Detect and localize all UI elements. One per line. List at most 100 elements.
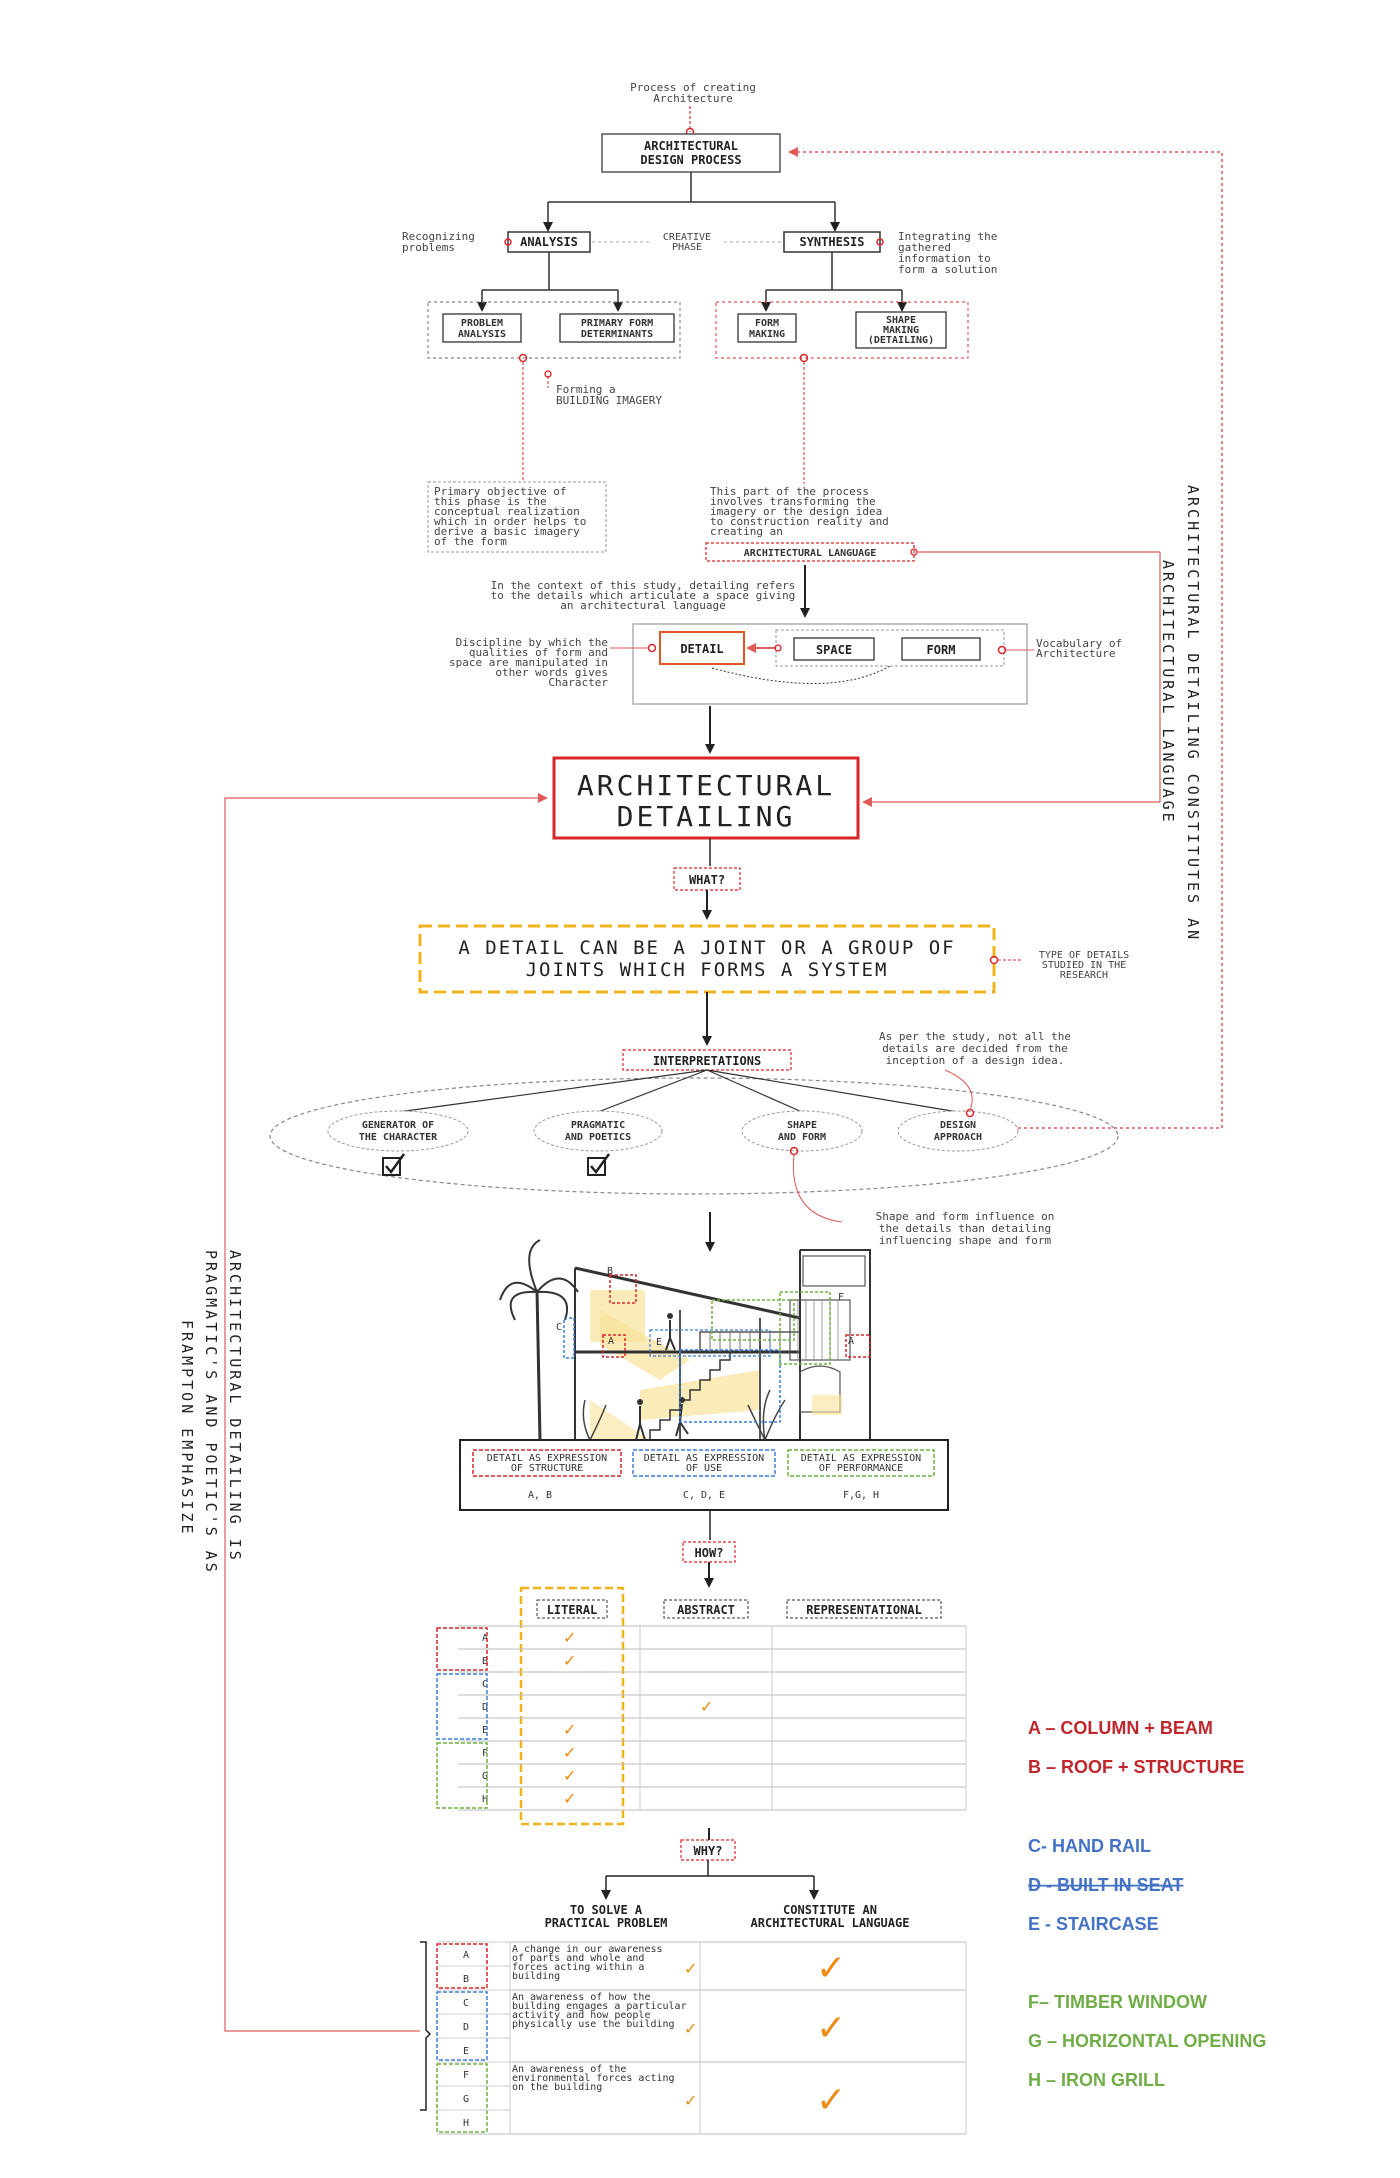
svg-text:WHAT?: WHAT? xyxy=(689,873,725,887)
svg-text:inception of a design idea.: inception of a design idea. xyxy=(886,1054,1065,1067)
svg-text:FRAMPTON EMPHASIZE: FRAMPTON EMPHASIZE xyxy=(178,1320,196,1537)
svg-text:DETAIL AS EXPRESSION: DETAIL AS EXPRESSION xyxy=(801,1453,921,1464)
svg-text:Forming a: Forming a xyxy=(556,383,616,396)
literal-check-icon: ✓ xyxy=(563,1720,576,1739)
svg-text:MAKING: MAKING xyxy=(749,329,785,340)
svg-text:WHY?: WHY? xyxy=(694,1844,723,1858)
svg-text:OF PERFORMANCE: OF PERFORMANCE xyxy=(819,1463,903,1474)
svg-text:creating an: creating an xyxy=(710,525,783,538)
architectural-detailing-box: ARCHITECTURAL DETAILING xyxy=(552,756,860,840)
why-label: WHY? xyxy=(680,1839,736,1861)
svg-text:of the form: of the form xyxy=(434,535,507,548)
form-box: FORM xyxy=(901,637,981,661)
svg-text:PRACTICAL PROBLEM: PRACTICAL PROBLEM xyxy=(545,1916,668,1930)
svg-text:this phase is the: this phase is the xyxy=(434,495,547,508)
how-row-label: C xyxy=(482,1679,488,1690)
svg-text:derive a basic imagery: derive a basic imagery xyxy=(434,525,580,538)
svg-text:an architectural language: an architectural language xyxy=(560,599,726,612)
svg-text:Shape and form influence on: Shape and form influence on xyxy=(876,1210,1055,1223)
svg-text:other words gives: other words gives xyxy=(495,666,608,679)
why-row-label: A xyxy=(463,1950,469,1961)
svg-text:APPROACH: APPROACH xyxy=(934,1132,982,1143)
svg-text:B: B xyxy=(607,1266,613,1277)
interp-shape: SHAPE AND FORM xyxy=(741,1110,863,1152)
architectural-language-box: ARCHITECTURAL LANGUAGE xyxy=(705,542,915,562)
why-row-text: activity and how people xyxy=(512,2010,650,2021)
svg-text:LITERAL: LITERAL xyxy=(547,1603,598,1617)
as-per-note: As per the study, not all the details ar… xyxy=(879,1030,1071,1067)
why-row-text: physically use the building xyxy=(512,2019,675,2030)
legend: A – COLUMN + BEAM B – ROOF + STRUCTURE C- … xyxy=(1028,1718,1266,2090)
why-row-label: D xyxy=(463,2022,469,2033)
type-details-note: TYPE OF DETAILS STUDIED IN THE RESEARCH xyxy=(1039,950,1129,981)
svg-text:HOW?: HOW? xyxy=(695,1546,724,1560)
legend-item: E - STAIRCASE xyxy=(1028,1914,1159,1934)
primary-objective-note: Primary objective of this phase is the c… xyxy=(427,481,607,553)
literal-check-icon: ✓ xyxy=(563,1766,576,1785)
svg-text:STUDIED IN THE: STUDIED IN THE xyxy=(1042,960,1126,971)
svg-text:Architecture: Architecture xyxy=(1036,647,1115,660)
svg-text:gathered: gathered xyxy=(898,241,951,254)
how-row-label: B xyxy=(482,1656,488,1667)
why-row-label: C xyxy=(463,1998,469,2009)
why-row-label: E xyxy=(463,2046,469,2057)
svg-text:Integrating the: Integrating the xyxy=(898,230,997,243)
legend-item: F– TIMBER WINDOW xyxy=(1028,1992,1207,2012)
svg-text:TO SOLVE A: TO SOLVE A xyxy=(570,1903,643,1917)
svg-text:Primary objective of: Primary objective of xyxy=(434,485,566,498)
why-row-text: forces acting within a xyxy=(512,1962,644,1973)
legend-item: G – HORIZONTAL OPENING xyxy=(1028,2031,1266,2051)
svg-text:conceptual realization: conceptual realization xyxy=(434,505,580,518)
svg-text:INTERPRETATIONS: INTERPRETATIONS xyxy=(653,1054,761,1068)
shape-making-box: SHAPE MAKING (DETAILING) xyxy=(855,311,947,349)
svg-text:to construction reality and: to construction reality and xyxy=(710,515,889,528)
svg-text:ANALYSIS: ANALYSIS xyxy=(520,235,578,249)
abstract-check-icon: ✓ xyxy=(700,1697,713,1716)
svg-text:BUILDING IMAGERY: BUILDING IMAGERY xyxy=(556,394,662,407)
forming-imagery-note: Forming a BUILDING IMAGERY xyxy=(556,383,662,407)
svg-text:ARCHITECTURAL LANGUAGE: ARCHITECTURAL LANGUAGE xyxy=(751,1916,910,1930)
svg-text:ABSTRACT: ABSTRACT xyxy=(677,1603,735,1617)
svg-text:A: A xyxy=(848,1336,854,1347)
how-row-label: D xyxy=(482,1702,488,1713)
svg-text:Vocabulary of: Vocabulary of xyxy=(1036,637,1122,650)
svg-text:DETAIL: DETAIL xyxy=(680,642,723,656)
analysis-box: ANALYSIS xyxy=(507,231,591,253)
practical-check-icon: ✓ xyxy=(684,1959,697,1978)
why-row-label: B xyxy=(463,1974,469,1985)
literal-check-icon: ✓ xyxy=(563,1651,576,1670)
svg-text:CONSTITUTE AN: CONSTITUTE AN xyxy=(783,1903,877,1917)
language-check-icon: ✓ xyxy=(816,1948,846,1989)
legend-item: C- HAND RAIL xyxy=(1028,1836,1151,1856)
svg-text:DESIGN: DESIGN xyxy=(940,1120,976,1131)
interp-pragmatic: PRAGMATIC AND POETICS xyxy=(533,1110,663,1152)
svg-text:THE CHARACTER: THE CHARACTER xyxy=(359,1132,438,1143)
why-row-text: building engages a particular xyxy=(512,2001,687,2012)
legend-item: A – COLUMN + BEAM xyxy=(1028,1718,1213,1738)
why-col-language: CONSTITUTE AN ARCHITECTURAL LANGUAGE xyxy=(751,1903,910,1930)
svg-text:F,G, H: F,G, H xyxy=(843,1490,879,1501)
why-row-text: of parts and whole and xyxy=(512,1953,644,1964)
svg-text:to the details which articulat: to the details which articulate a space … xyxy=(491,589,796,602)
creative-phase-label: CREATIVE PHASE xyxy=(650,232,724,253)
svg-text:Process of creating: Process of creating xyxy=(630,81,756,94)
vertical-right-text-2: ARCHITECTURAL LANGUAGE xyxy=(1159,560,1177,825)
svg-text:ARCHITECTURAL LANGUAGE: ARCHITECTURAL LANGUAGE xyxy=(744,548,876,559)
expressions-box: DETAIL AS EXPRESSION OF STRUCTURE A, B D… xyxy=(459,1439,949,1511)
vertical-left-text: ARCHITECTURAL DETAILING IS PRAGMATIC'S A… xyxy=(178,1250,244,1575)
svg-text:REPRESENTATIONAL: REPRESENTATIONAL xyxy=(806,1603,922,1617)
svg-text:(DETAILING): (DETAILING) xyxy=(868,335,934,346)
legend-item: B – ROOF + STRUCTURE xyxy=(1028,1757,1245,1777)
svg-text:CREATIVE: CREATIVE xyxy=(663,232,711,243)
svg-text:A: A xyxy=(608,1336,614,1347)
svg-text:ARCHITECTURAL DETAILING CONSTI: ARCHITECTURAL DETAILING CONSTITUTES AN xyxy=(1184,485,1202,942)
svg-text:the details than detailing: the details than detailing xyxy=(879,1222,1051,1235)
svg-text:PRAGMATIC: PRAGMATIC xyxy=(571,1120,625,1131)
svg-text:Recognizing: Recognizing xyxy=(402,230,475,243)
svg-text:OF USE: OF USE xyxy=(686,1463,722,1474)
detail-box: DETAIL xyxy=(659,631,745,665)
primary-form-box: PRIMARY FORM DETERMINANTS xyxy=(559,313,675,343)
interp-generator: GENERATOR OF THE CHARACTER xyxy=(327,1110,469,1152)
svg-text:AND POETICS: AND POETICS xyxy=(565,1132,631,1143)
synthesis-box: SYNTHESIS xyxy=(783,231,881,253)
